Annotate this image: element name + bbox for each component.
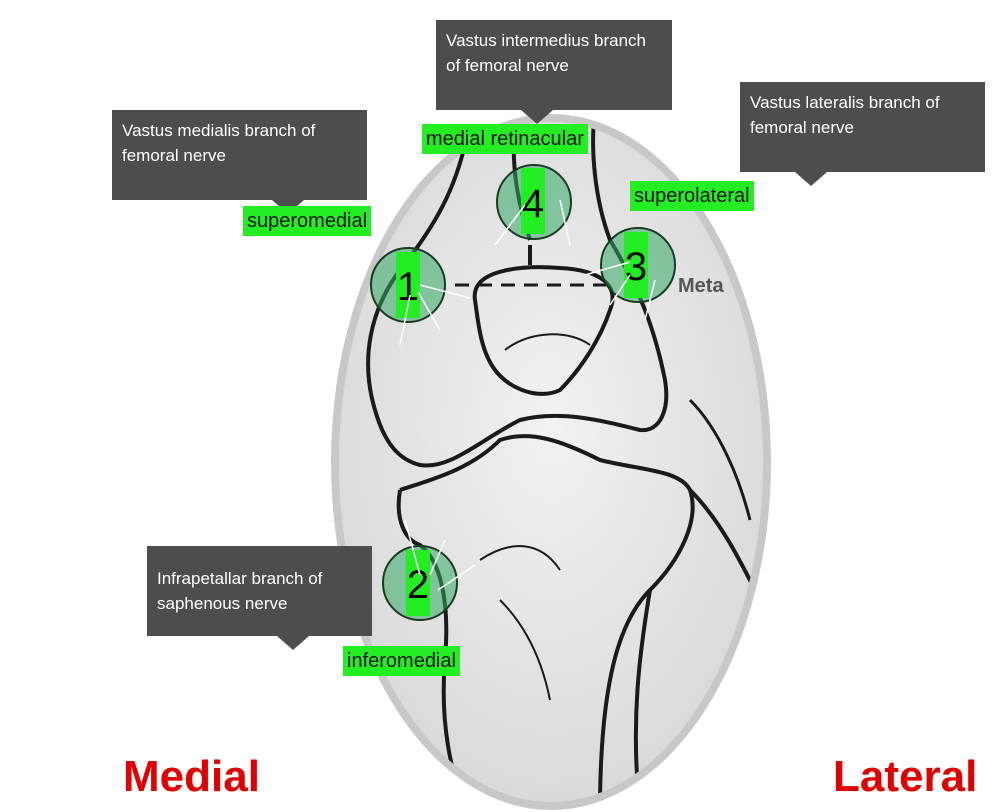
callout-vastus-medialis: Vastus medialis branch of femoral nerve [112,110,367,214]
svg-text:3: 3 [625,245,647,289]
label-superolateral: superolateral [630,181,754,211]
injection-point-4: 4 [496,164,572,240]
callout-vastus-lateralis: Vastus lateralis branch of femoral nerve [740,82,985,186]
side-label-lateral: Lateral [833,752,978,801]
injection-point-3: 3 [600,227,676,303]
svg-text:4: 4 [522,182,544,226]
label-medial-retinacular: medial retinacular [422,124,588,154]
injection-point-1: 1 [370,247,446,323]
callout-infrapatellar: Infrapetallar branch of saphenous nerve [147,546,372,650]
svg-text:2: 2 [407,563,429,607]
meta-text: Meta [678,275,724,297]
label-superomedial: superomedial [243,206,372,236]
side-label-medial: Medial [123,752,260,801]
svg-text:1: 1 [397,265,419,309]
callout-vastus-intermedius: Vastus intermedius branch of femoral ner… [436,20,672,124]
injection-point-2: 2 [382,545,458,621]
label-inferomedial: inferomedial [343,646,460,676]
needle-direction-arrows [399,199,656,591]
